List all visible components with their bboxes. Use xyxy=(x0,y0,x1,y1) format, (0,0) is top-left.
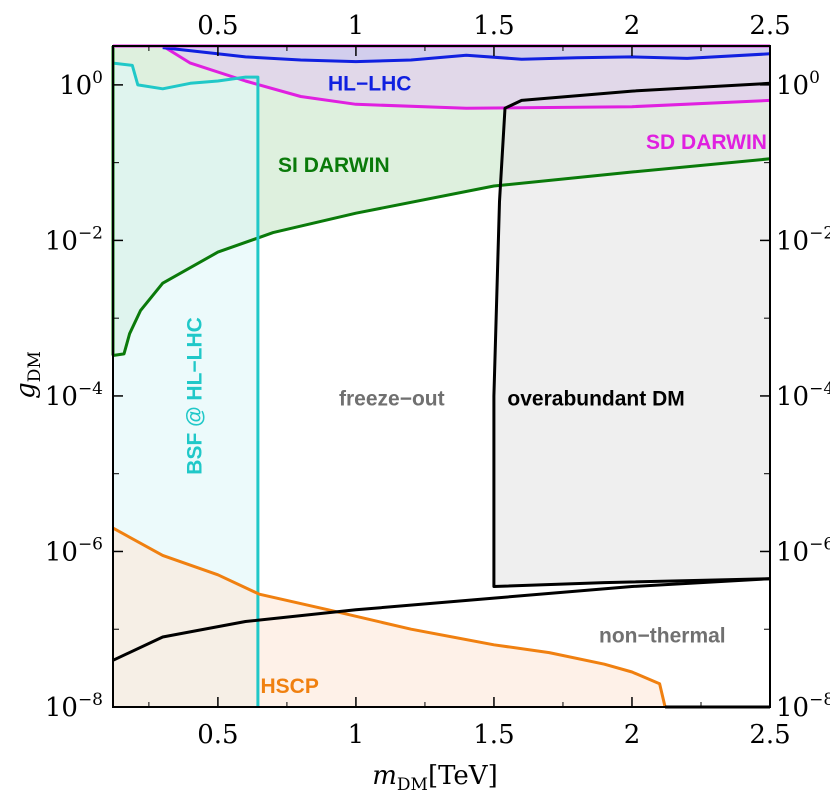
curve-si-darwin xyxy=(112,157,771,357)
curve-overabundant-dm xyxy=(492,81,771,588)
x-tick-label-top: 2.5 xyxy=(749,11,790,41)
x-axis-title-unit: [TeV] xyxy=(428,761,498,791)
label-overabundant-dm: overabundant DM xyxy=(507,387,684,410)
curve-hscp xyxy=(112,526,667,708)
x-tick-label-bottom: 1.5 xyxy=(473,720,514,750)
region-hl-lhc xyxy=(162,46,770,62)
region-bsf-hl-lhc xyxy=(113,63,258,708)
label-freeze-out: freeze−out xyxy=(339,387,445,410)
y-tick-label-right: 10−8 xyxy=(776,690,830,723)
curve-hl-lhc xyxy=(162,46,771,64)
axis-ticks: 0.5 0.5 1 1 1.5 1.5 2 2 2.5 2.5 100 100 10−2 10−2 10−4… xyxy=(45,11,830,750)
curve-bsf-hl-lhc xyxy=(112,61,260,707)
y-axis-title: gDM xyxy=(11,351,45,399)
x-tick-label-bottom: 2 xyxy=(624,720,641,750)
x-tick-label-top: 0.5 xyxy=(197,11,238,41)
x-tick-label-bottom: 2.5 xyxy=(749,720,790,750)
label-non-thermal: non−thermal xyxy=(599,625,726,648)
plot-frame xyxy=(112,45,771,708)
y-tick-label-right: 10−4 xyxy=(776,379,830,412)
y-tick-label-left: 10−4 xyxy=(45,379,103,412)
label-si-darwin: SI DARWIN xyxy=(278,154,390,177)
region-overabundant-dm xyxy=(493,83,770,587)
label-sd-darwin: SD DARWIN xyxy=(646,131,767,154)
y-tick-label-left: 10−8 xyxy=(45,690,103,723)
x-tick-label-bottom: 1 xyxy=(348,720,365,750)
y-tick-label-left: 100 xyxy=(59,68,103,101)
y-axis-title-sub: DM xyxy=(25,351,45,382)
label-hl-lhc: HL−LHC xyxy=(328,72,411,95)
x-tick-label-top: 1 xyxy=(348,11,365,41)
region-labels: HL−LHC SD DARWIN SI DARWIN freeze−out overab… xyxy=(183,72,767,698)
y-tick-label-right: 10−2 xyxy=(776,223,830,256)
y-axis-title-main: g xyxy=(11,382,41,399)
x-tick-label-bottom: 0.5 xyxy=(197,720,238,750)
curve-non-thermal xyxy=(112,577,771,662)
x-tick-label-top: 1.5 xyxy=(473,11,514,41)
y-tick-label-left: 10−6 xyxy=(45,534,103,567)
label-hscp: HSCP xyxy=(260,675,318,698)
x-tick-label-top: 2 xyxy=(624,11,641,41)
region-hscp xyxy=(113,528,666,707)
x-axis-title-sub: DM xyxy=(397,775,428,795)
y-tick-label-right: 10−6 xyxy=(776,534,830,567)
x-axis-title-main: m xyxy=(372,761,397,791)
label-bsf-hl-lhc: BSF @ HL−LHC xyxy=(183,317,206,475)
x-axis-title: mDM[TeV] xyxy=(372,761,497,795)
y-tick-label-left: 10−2 xyxy=(45,223,103,256)
y-tick-label-right: 100 xyxy=(776,68,820,101)
curve-sd-darwin xyxy=(161,44,771,110)
